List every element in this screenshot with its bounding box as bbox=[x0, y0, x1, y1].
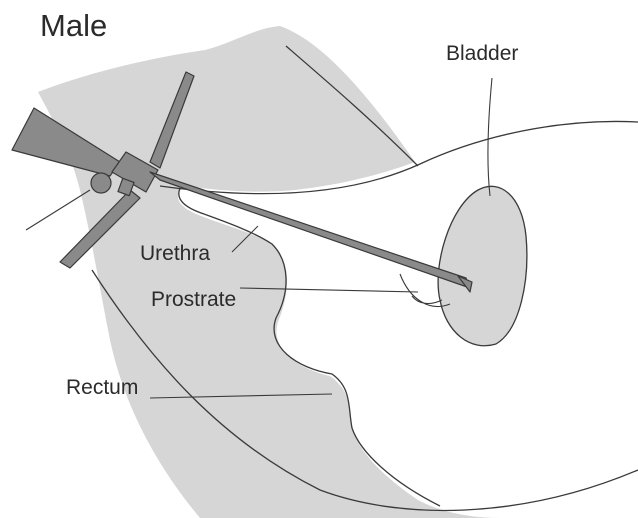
rectum-label: Rectum bbox=[66, 377, 138, 398]
page-title: Male bbox=[40, 10, 107, 41]
bladder-leader-line bbox=[488, 78, 492, 196]
urethra-label: Urethra bbox=[140, 243, 210, 264]
bladder-label: Bladder bbox=[446, 43, 518, 64]
bladder-shape bbox=[438, 186, 527, 345]
prostrate-label: Prostrate bbox=[151, 289, 236, 310]
instrument-pointer-line bbox=[26, 190, 90, 230]
